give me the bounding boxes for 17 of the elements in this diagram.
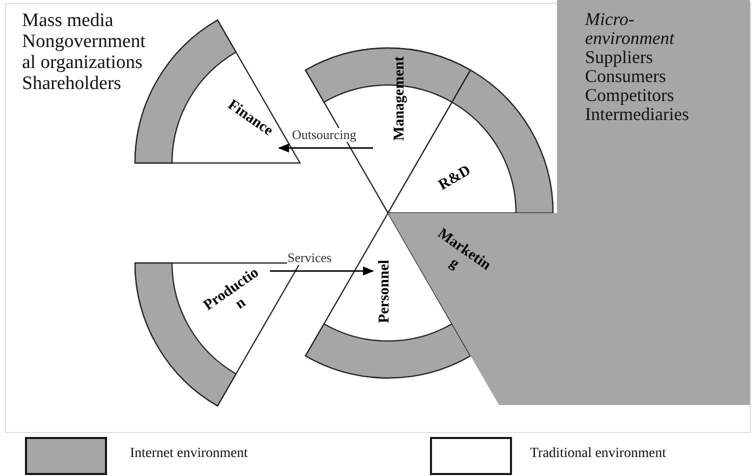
sector-label: R&D xyxy=(429,158,481,198)
legend-label: Traditional environment xyxy=(530,446,666,462)
stakeholder-label: Mass media xyxy=(22,10,114,31)
stakeholder-label: Shareholders xyxy=(22,73,122,94)
list-item: Competitors xyxy=(585,86,675,105)
list-item: Consumers xyxy=(585,67,667,86)
edge-label: Services xyxy=(286,251,333,265)
arrow xyxy=(270,266,374,276)
legend-label: Internet environment xyxy=(130,446,248,462)
list-item: Intermediaries xyxy=(585,105,690,124)
sector-label: Management xyxy=(392,44,408,154)
edge-label: Outsourcing xyxy=(291,128,358,142)
list-item: Suppliers xyxy=(585,48,654,67)
arrow xyxy=(278,144,373,152)
panel-heading: Micro-environment xyxy=(585,10,676,48)
stakeholder-label: Nongovernment al organizations xyxy=(22,31,146,73)
sector-label: Personnel xyxy=(376,242,394,342)
